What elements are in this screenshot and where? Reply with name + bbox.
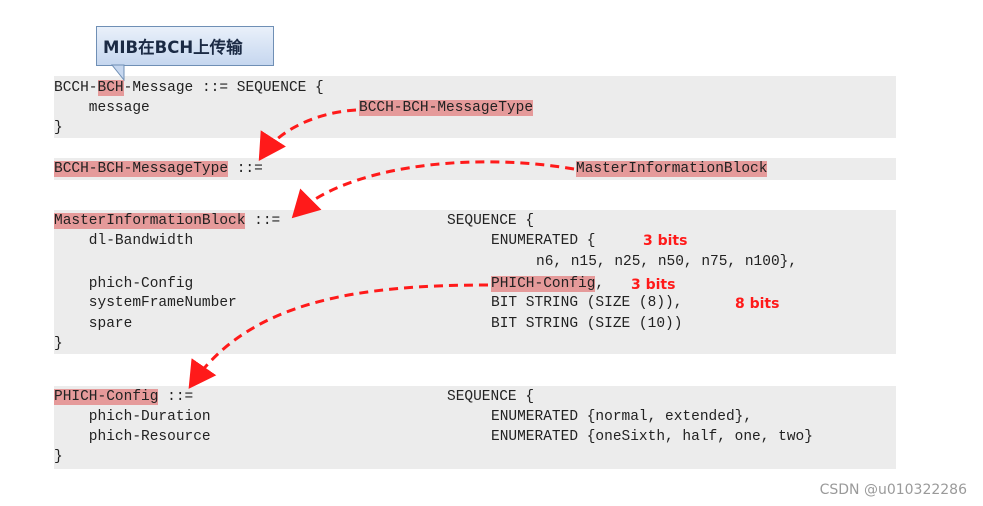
bcch-bch-message-block: BCCH-BCH-Message ::= SEQUENCE { message … <box>54 76 896 138</box>
block3-close-brace: } <box>54 336 63 352</box>
dl-bandwidth-field: dl-Bandwidth <box>54 233 194 249</box>
block4-line1: PHICH-Config ::= <box>54 389 194 405</box>
bch-highlight: BCH <box>97 80 124 96</box>
mib-callout: MIB在BCH上传输 <box>96 26 274 66</box>
phich-sequence: SEQUENCE { <box>447 389 535 405</box>
mib-type-highlight: MasterInformationBlock <box>576 161 768 177</box>
spare-field: spare <box>54 316 133 332</box>
block3-line1: MasterInformationBlock ::= <box>54 213 281 229</box>
phich-duration-type: ENUMERATED {normal, extended}, <box>491 409 753 425</box>
mib-def-highlight: MasterInformationBlock <box>54 213 246 229</box>
arrow-message-type <box>258 108 357 162</box>
phich-config-def-highlight: PHICH-Config <box>54 389 159 405</box>
phich-config-bits-note: 3 bits <box>631 277 676 293</box>
phich-resource-type: ENUMERATED {oneSixth, half, one, two} <box>491 429 813 445</box>
mib-sequence: SEQUENCE { <box>447 213 535 229</box>
phich-config-field: phich-Config <box>54 276 194 292</box>
system-frame-number-bits-note: 8 bits <box>735 296 780 312</box>
block2-line1: BCCH-BCH-MessageType ::= <box>54 161 263 177</box>
dl-bandwidth-bits-note: 3 bits <box>643 233 688 249</box>
block1-close-brace: } <box>54 120 63 136</box>
phich-config-type-highlight: PHICH-Config <box>491 276 596 292</box>
block4-close-brace: } <box>54 449 63 465</box>
callout-text: MIB在BCH上传输 <box>103 38 243 57</box>
spare-type: BIT STRING (SIZE (10)) <box>491 316 683 332</box>
message-type-highlight: BCCH-BCH-MessageType <box>359 100 534 116</box>
master-information-block: MasterInformationBlock ::= SEQUENCE { dl… <box>54 210 896 354</box>
message-type-def-highlight: BCCH-BCH-MessageType <box>54 161 229 177</box>
arrow-phich-config <box>188 283 489 389</box>
system-frame-number-field: systemFrameNumber <box>54 295 237 311</box>
phich-resource-field: phich-Resource <box>54 429 211 445</box>
system-frame-number-type: BIT STRING (SIZE (8)), <box>491 295 683 311</box>
phich-duration-field: phich-Duration <box>54 409 211 425</box>
message-field-name: message <box>54 100 150 116</box>
watermark: CSDN @u010322286 <box>819 482 967 498</box>
message-type-block: BCCH-BCH-MessageType ::= MasterInformati… <box>54 158 896 180</box>
block1-line1: BCCH-BCH-Message ::= SEQUENCE { <box>54 80 324 96</box>
phich-config-block: PHICH-Config ::= SEQUENCE { phich-Durati… <box>54 386 896 469</box>
phich-config-type: PHICH-Config, <box>491 276 605 292</box>
dl-bandwidth-values: n6, n15, n25, n50, n75, n100}, <box>536 254 798 270</box>
dl-bandwidth-type: ENUMERATED { <box>491 233 596 249</box>
arrow-master-information-block <box>291 160 575 219</box>
callout-pointer <box>110 64 125 82</box>
